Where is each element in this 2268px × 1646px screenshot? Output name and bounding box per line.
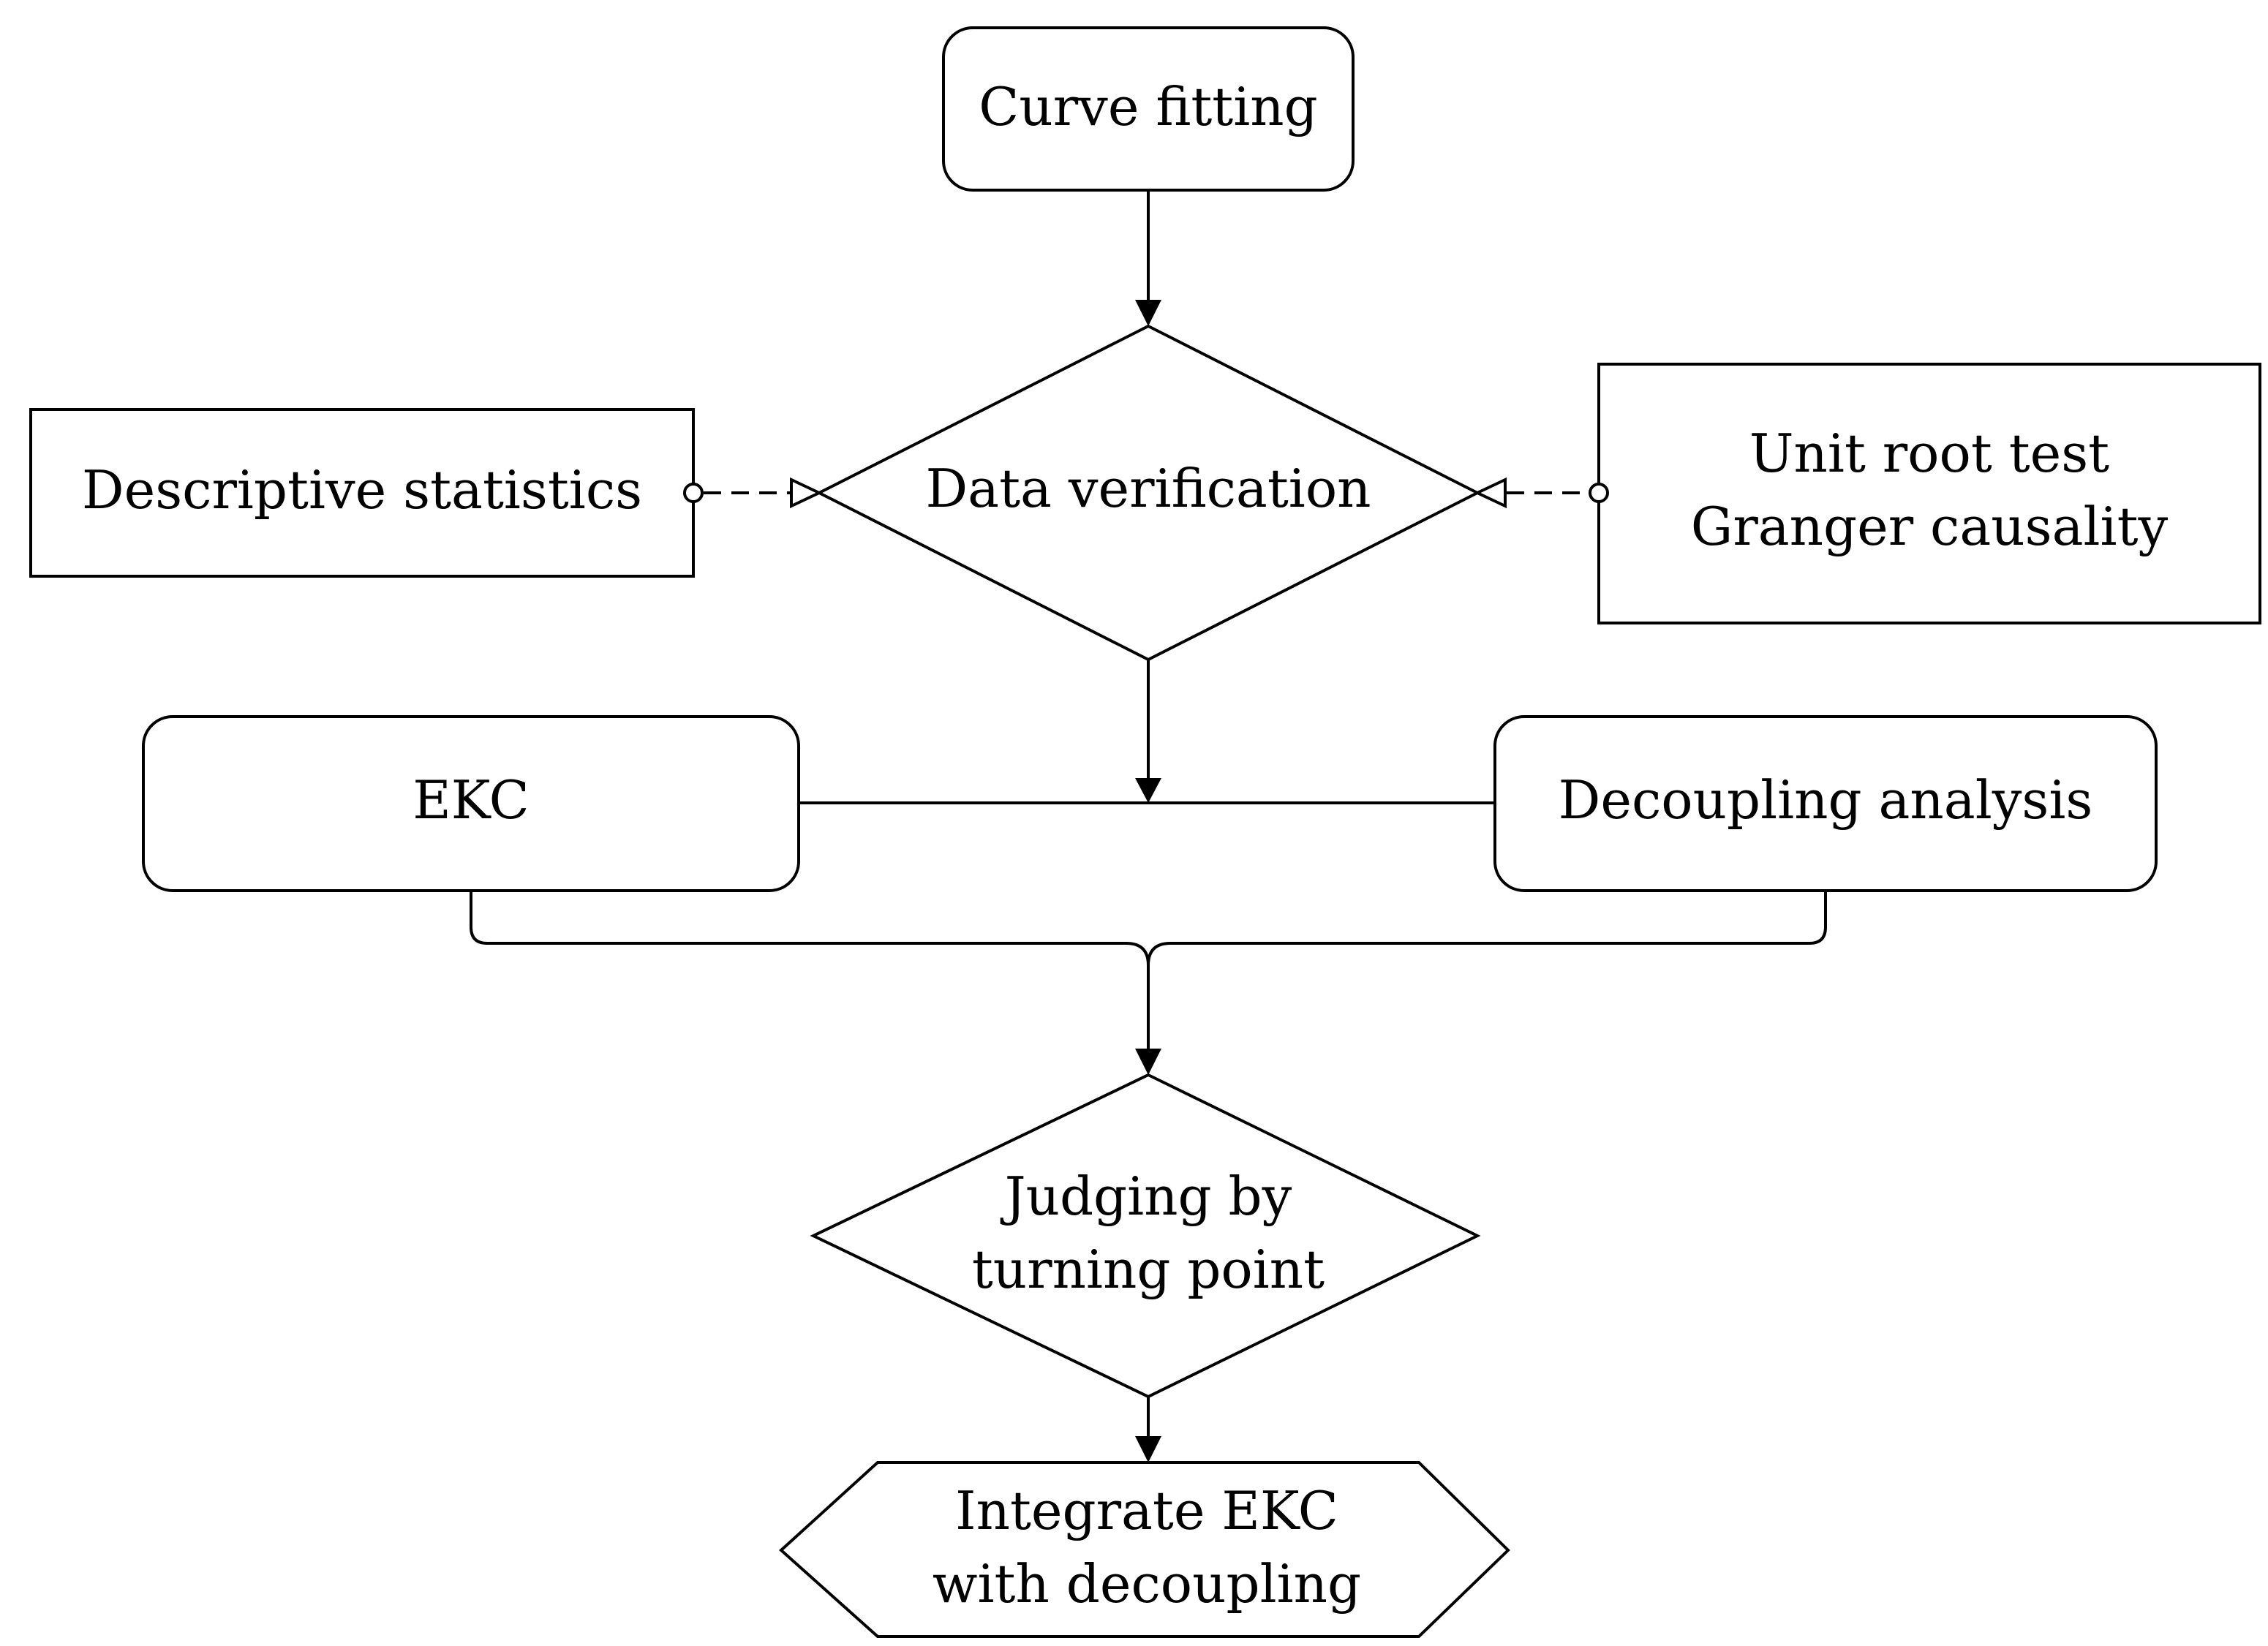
unit-root-test-label: Unit root test (1749, 423, 2109, 484)
decoupling-analysis-label: Decoupling analysis (1559, 769, 2093, 831)
data-verification-node: Data verification (815, 324, 1481, 662)
arrow-verification-to-split (1135, 660, 1161, 803)
merge-connector (470, 891, 1827, 1075)
data-verification-label: Data verification (925, 458, 1371, 519)
decoupling-analysis-node: Decoupling analysis (1493, 715, 2158, 892)
judging-node: Judging by turning point (810, 1073, 1481, 1399)
descriptive-statistics-label: Descriptive statistics (82, 459, 642, 521)
unit-root-granger-node: Unit root test Granger causality (1597, 363, 2261, 624)
arrow-curve-to-verification (1135, 190, 1161, 326)
granger-causality-label: Granger causality (1691, 496, 2169, 557)
arrow-judging-to-integrate (1135, 1397, 1161, 1462)
curve-fitting-node: Curve fitting (942, 26, 1355, 192)
ekc-node: EKC (142, 715, 800, 892)
connector-descriptive-to-verification (683, 477, 823, 509)
judging-label-line2: turning point (972, 1239, 1325, 1300)
curve-fitting-label: Curve fitting (979, 76, 1317, 137)
connector-granger-to-verification (1474, 477, 1609, 509)
integrate-label-line1: Integrate EKC (955, 1480, 1338, 1541)
descriptive-statistics-node: Descriptive statistics (29, 408, 695, 578)
integrate-node: Integrate EKC with decoupling (779, 1461, 1510, 1638)
integrate-label-line2: with decoupling (933, 1553, 1361, 1615)
judging-label-line1: Judging by (1000, 1166, 1292, 1227)
ekc-label: EKC (412, 769, 530, 831)
